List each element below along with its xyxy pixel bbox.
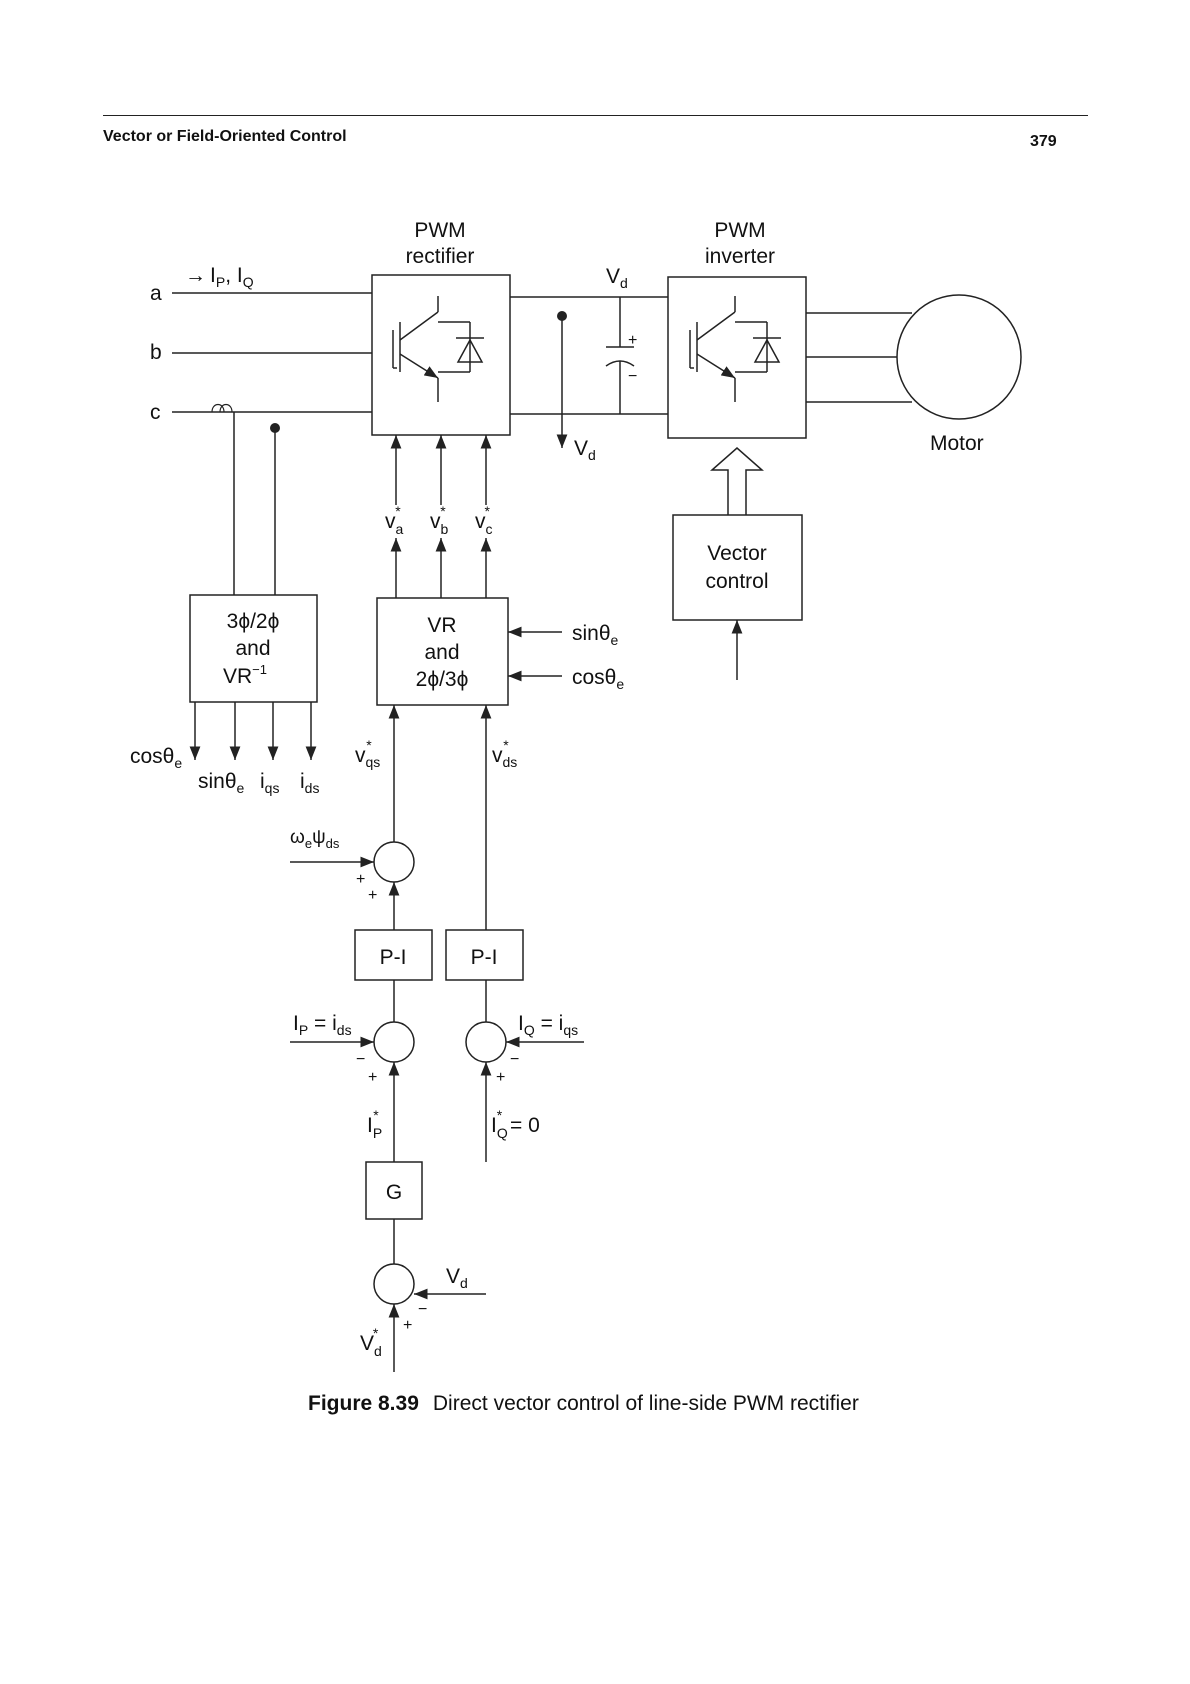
vr-line2: and: [424, 641, 459, 664]
motor-symbol: [896, 294, 1022, 420]
igbt-diode-symbol-rectifier: [392, 296, 484, 402]
transform-line2: and: [235, 637, 270, 660]
pi-controller-q: [445, 929, 524, 981]
capacitor-minus: −: [628, 368, 637, 385]
rectifier-label-line1: PWM: [414, 219, 465, 242]
phase-b-label: b: [150, 341, 162, 364]
vdc-sense-label: Vd: [574, 437, 596, 463]
feedforward-plus-left: +: [356, 871, 365, 888]
rectifier-label-line2: rectifier: [406, 245, 475, 268]
voltage-plus: +: [403, 1317, 412, 1334]
vb-ref-label: vb*: [430, 503, 449, 537]
running-title: Vector or Field-Oriented Control: [103, 128, 347, 145]
inverter-label-line2: inverter: [705, 245, 775, 268]
ids-output-label: ids: [300, 770, 319, 796]
pi-controller-p-label: P-I: [380, 946, 407, 969]
voltage-summing-junction: [373, 1263, 415, 1305]
cos-output-label: cosθe: [130, 745, 182, 771]
gain-block: [365, 1161, 423, 1220]
vd-feedback-label: Vd: [446, 1265, 468, 1291]
transform-line1: 3ϕ/2ϕ: [227, 610, 280, 633]
gain-label: G: [386, 1181, 402, 1204]
iq-minus: −: [510, 1051, 519, 1068]
page-number: 379: [1030, 133, 1057, 150]
ip-feedback-label: IP = ids: [293, 1012, 352, 1038]
dc-link-voltage-label: Vd: [606, 265, 628, 291]
phase-a-label: a: [150, 282, 162, 305]
gate-signal-arrow: [710, 447, 764, 515]
vd-ref-label: Vd*: [360, 1325, 382, 1359]
iq-plus: +: [496, 1069, 505, 1086]
iq-summing-junction: [465, 1021, 507, 1063]
ip-plus: +: [368, 1069, 377, 1086]
feedforward-summing-junction: [373, 841, 415, 883]
sin-input-label: sinθe: [572, 622, 619, 648]
pwm-inverter-box: [667, 276, 807, 439]
motor-label: Motor: [930, 432, 984, 455]
figure-caption: Figure 8.39 Direct vector control of line…: [308, 1392, 859, 1416]
ip-ref-label: IP*: [367, 1107, 382, 1141]
iq-ref-label: IQ* = 0: [491, 1107, 540, 1141]
vector-control-line2: control: [705, 570, 768, 593]
current-arrow-label: →IP, IQ: [185, 264, 254, 290]
ip-summing-junction: [373, 1021, 415, 1063]
va-ref-label: va*: [385, 503, 404, 537]
vds-ref-label: vds*: [492, 737, 517, 770]
voltage-minus: −: [418, 1301, 427, 1318]
iqs-output-label: iqs: [260, 770, 279, 796]
feedforward-label: ωeψds: [290, 827, 340, 851]
vc-ref-label: vc*: [475, 503, 493, 537]
vr-line1: VR: [427, 614, 456, 637]
current-sensor-icon: [211, 403, 233, 413]
inverter-label-line1: PWM: [714, 219, 765, 242]
ip-minus: −: [356, 1051, 365, 1068]
vr-line3: 2ϕ/3ϕ: [416, 668, 469, 691]
pi-controller-q-label: P-I: [471, 946, 498, 969]
iq-feedback-label: IQ = iqs: [518, 1012, 578, 1038]
vr-2phi-3phi-box: [376, 597, 509, 706]
igbt-diode-symbol-inverter: [689, 296, 781, 402]
capacitor-plus: +: [628, 332, 637, 349]
figure-caption-text: Direct vector control of line-side PWM r…: [432, 1392, 859, 1415]
phase-c-label: c: [150, 401, 161, 424]
sin-output-label: sinθe: [198, 770, 245, 796]
vqs-ref-label: vqs*: [355, 737, 380, 770]
header-rule: [103, 115, 1088, 116]
feedforward-plus-bottom: +: [368, 887, 377, 904]
pwm-rectifier-box: [371, 274, 511, 436]
transform-3phi-2phi-box: [189, 594, 318, 703]
vector-control-line1: Vector: [707, 542, 767, 565]
transform-line3: VR−1: [223, 662, 267, 688]
vector-control-box: [672, 514, 803, 621]
figure-number: Figure 8.39: [308, 1392, 419, 1415]
cos-input-label: cosθe: [572, 666, 624, 692]
